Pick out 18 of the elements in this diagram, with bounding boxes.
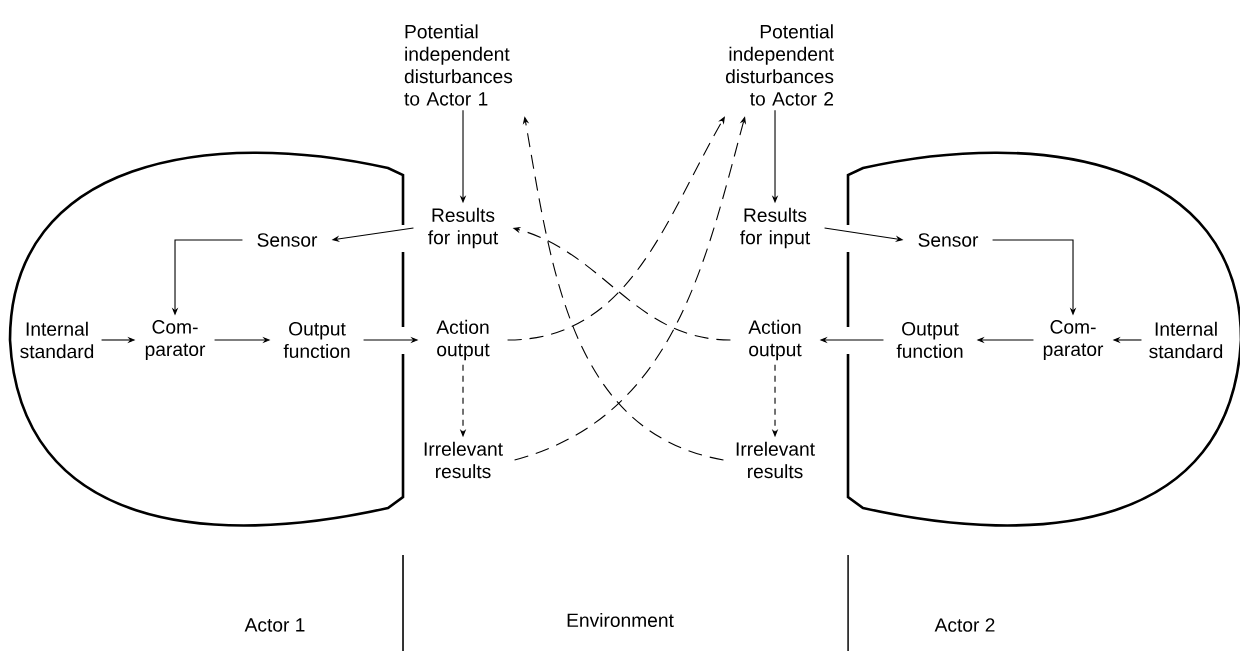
irrelevant-results-label: Irrelevant results [736, 441, 815, 479]
comparator-label: Com- parator [145, 320, 206, 360]
standard-label: Internal standard [1149, 321, 1223, 359]
output-function-label: Output function [283, 322, 350, 358]
comparator-label: Com- parator [1043, 320, 1104, 360]
results-label: Results for input [740, 207, 811, 249]
action-output-label: Action output [436, 319, 490, 361]
dashed-arrow [507, 116, 725, 341]
results-label: Results for input [428, 207, 499, 249]
disturbance-label: Potential independent disturbances to Actor 1 [404, 24, 513, 106]
disturbance-label: Potential independent disturbances to Actor 2 [725, 24, 834, 106]
region-label: Environment [567, 612, 674, 628]
sensor-label: Sensor [257, 233, 318, 247]
output-function-label: Output function [896, 322, 963, 358]
standard-label: Internal standard [20, 321, 94, 359]
sensor-label: Sensor [918, 233, 979, 247]
action-output-label: Action output [748, 319, 802, 361]
irrelevant-results-label: Irrelevant results [424, 441, 503, 479]
